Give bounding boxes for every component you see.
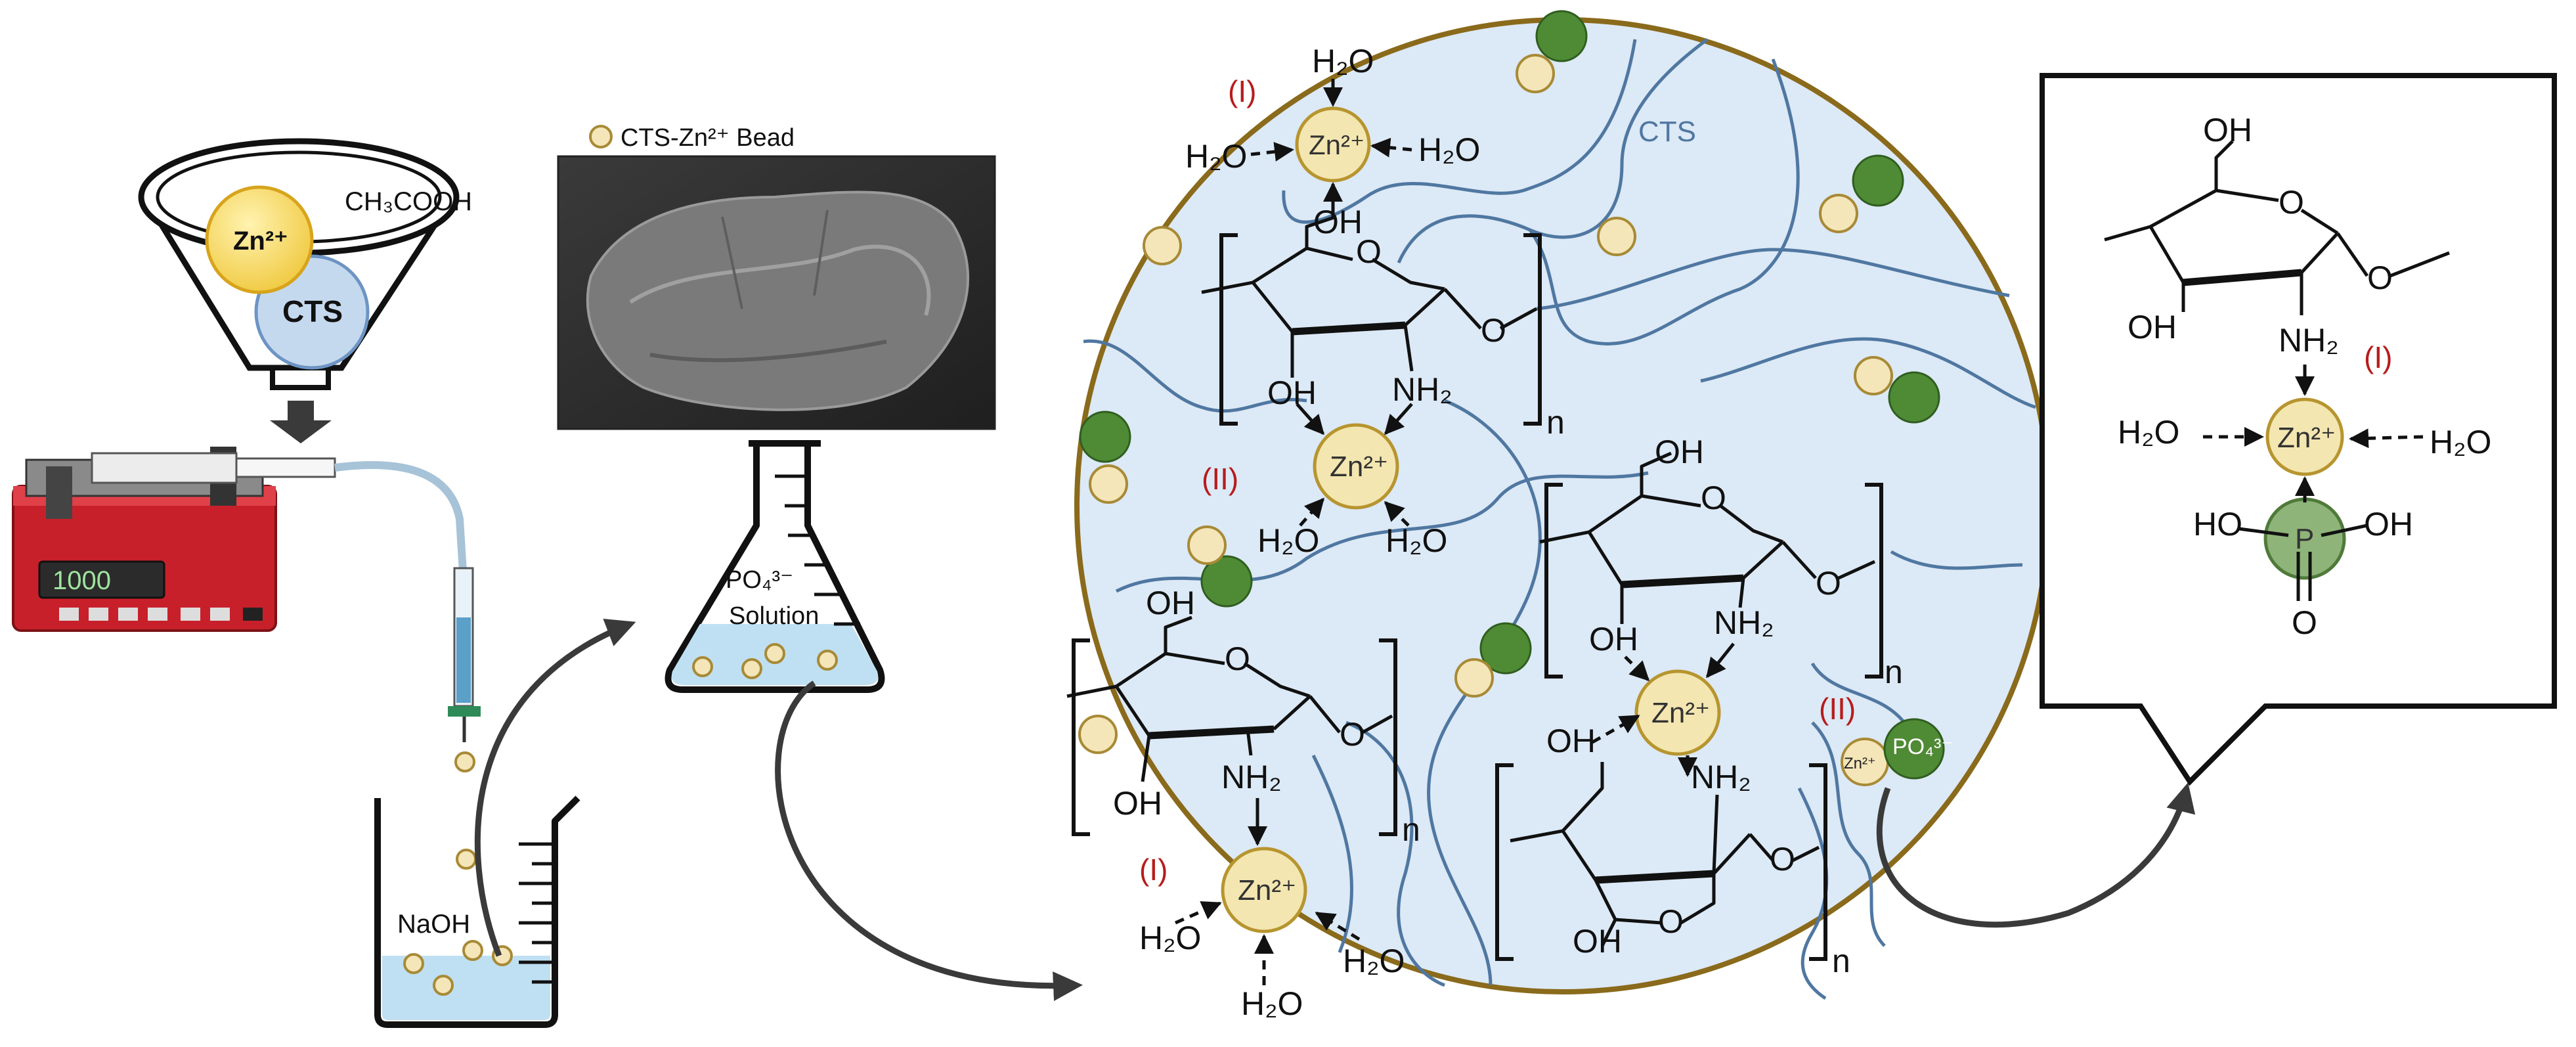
svg-text:PO₄³⁻: PO₄³⁻ xyxy=(1892,734,1953,759)
svg-text:n: n xyxy=(1546,404,1565,441)
chitosan-unit-d: n O O OH OH NH₂ xyxy=(1066,585,1420,848)
svg-text:O: O xyxy=(2367,259,2393,296)
pump-display xyxy=(38,560,165,599)
chitosan-unit-c: n OH NH₂ O O OH xyxy=(1495,723,1850,979)
svg-text:O: O xyxy=(1658,903,1684,940)
svg-text:NH₂: NH₂ xyxy=(2279,322,2339,359)
syringe-pump: 1000 xyxy=(12,447,481,772)
transfer-arrow-1 xyxy=(474,618,636,957)
svg-text:n: n xyxy=(1832,943,1850,979)
svg-text:NH₂: NH₂ xyxy=(1691,759,1751,795)
svg-text:OH: OH xyxy=(1655,434,1704,470)
svg-text:OH: OH xyxy=(2128,309,2177,345)
svg-text:Zn²⁺: Zn²⁺ xyxy=(1844,755,1876,772)
svg-text:(I): (I) xyxy=(1228,74,1256,108)
svg-text:NH₂: NH₂ xyxy=(1392,371,1452,408)
svg-text:O: O xyxy=(1770,841,1795,878)
pump-display-value: 1000 xyxy=(53,566,111,595)
bead-legend-label: CTS-Zn²⁺ Bead xyxy=(621,124,795,152)
callout-box: OH O O OH NH₂ (I) Zn²⁺ H₂O H₂O HO OH P O xyxy=(2040,73,2557,786)
transfer-arrow-2 xyxy=(775,680,1083,1001)
svg-text:H₂O: H₂O xyxy=(1312,43,1374,79)
tubing xyxy=(334,461,467,572)
svg-text:H₂O: H₂O xyxy=(1343,943,1405,979)
svg-text:P: P xyxy=(2295,523,2314,555)
svg-text:O: O xyxy=(1481,312,1506,349)
svg-text:NH₂: NH₂ xyxy=(1221,759,1282,795)
svg-text:OH: OH xyxy=(1146,585,1195,621)
cts-chain-label: CTS xyxy=(1638,116,1696,148)
svg-text:OH: OH xyxy=(2203,112,2252,148)
svg-text:O: O xyxy=(1701,479,1726,516)
site-center-zn: Zn²⁺ xyxy=(1591,642,1735,777)
zinc-label: Zn²⁺ xyxy=(233,227,288,256)
site-top-zn: Zn²⁺ H₂O H₂O H₂O (I) xyxy=(1185,43,1480,217)
svg-text:(I): (I) xyxy=(1139,853,1168,887)
svg-text:(I): (I) xyxy=(2364,340,2392,374)
svg-text:n: n xyxy=(1885,654,1903,690)
flask-line-2: Solution xyxy=(729,602,819,630)
svg-text:H₂O: H₂O xyxy=(1386,522,1447,559)
bead-structure: CTS n O O OH OH xyxy=(1066,10,2051,1022)
chitosan-unit-a: n O O OH OH NH₂ xyxy=(1201,204,1565,441)
svg-text:H₂O: H₂O xyxy=(2118,414,2179,451)
site-mid-zn: Zn²⁺ (II) H₂O H₂O xyxy=(1202,403,1447,559)
svg-text:O: O xyxy=(1356,233,1382,270)
svg-text:H₂O: H₂O xyxy=(1418,131,1480,168)
svg-text:(II): (II) xyxy=(1202,462,1238,496)
svg-text:n: n xyxy=(1402,811,1420,848)
svg-text:Zn²⁺: Zn²⁺ xyxy=(1330,451,1388,483)
svg-text:Zn²⁺: Zn²⁺ xyxy=(2277,422,2336,454)
bead-legend-icon xyxy=(589,125,613,148)
naoh-beaker: NaOH xyxy=(374,795,580,1028)
site-bottom-zn: Zn²⁺ (I) H₂O H₂O H₂O xyxy=(1139,798,1405,1022)
svg-text:O: O xyxy=(1340,716,1365,753)
svg-text:O: O xyxy=(1816,565,1841,602)
droplet-bead xyxy=(454,751,475,772)
naoh-label: NaOH xyxy=(397,910,470,939)
down-arrow-icon xyxy=(270,401,332,443)
funnel: CH₃COOH Zn²⁺ CTS xyxy=(138,138,472,443)
svg-text:OH: OH xyxy=(1546,723,1596,759)
chitosan-unit-b: n O O OH OH NH₂ xyxy=(1539,434,1903,690)
svg-text:OH: OH xyxy=(1113,785,1162,822)
svg-text:(II): (II) xyxy=(1819,692,1856,726)
svg-text:O: O xyxy=(1225,640,1250,677)
svg-text:NH₂: NH₂ xyxy=(1714,604,1774,641)
svg-text:OH: OH xyxy=(2364,506,2413,543)
svg-text:H₂O: H₂O xyxy=(1185,138,1247,175)
acid-label: CH₃COOH xyxy=(345,187,472,216)
zinc-circle xyxy=(205,185,314,294)
svg-text:OH: OH xyxy=(1589,621,1638,657)
svg-text:Zn²⁺: Zn²⁺ xyxy=(1309,129,1364,160)
svg-text:H₂O: H₂O xyxy=(2430,424,2491,460)
svg-text:H₂O: H₂O xyxy=(1241,985,1303,1022)
svg-text:OH: OH xyxy=(1267,374,1317,411)
cts-label: CTS xyxy=(282,294,343,328)
svg-text:H₂O: H₂O xyxy=(1139,920,1201,956)
transfer-arrow-3 xyxy=(1876,782,2196,928)
svg-text:O: O xyxy=(2279,184,2304,221)
svg-text:O: O xyxy=(2292,604,2317,641)
site-phosphate: (II) Zn²⁺ PO₄³⁻ xyxy=(1819,692,1953,786)
svg-text:Zn²⁺: Zn²⁺ xyxy=(1651,697,1710,729)
flask-line-1: PO₄³⁻ xyxy=(726,566,793,594)
svg-text:OH: OH xyxy=(1313,204,1363,240)
sem-image: CTS-Zn²⁺ Bead xyxy=(557,124,996,430)
svg-text:Zn²⁺: Zn²⁺ xyxy=(1238,874,1296,906)
svg-text:OH: OH xyxy=(1573,923,1622,960)
svg-text:HO: HO xyxy=(2193,506,2242,543)
phosphate-flask: PO₄³⁻ Solution xyxy=(665,440,885,693)
svg-text:H₂O: H₂O xyxy=(1257,522,1319,559)
